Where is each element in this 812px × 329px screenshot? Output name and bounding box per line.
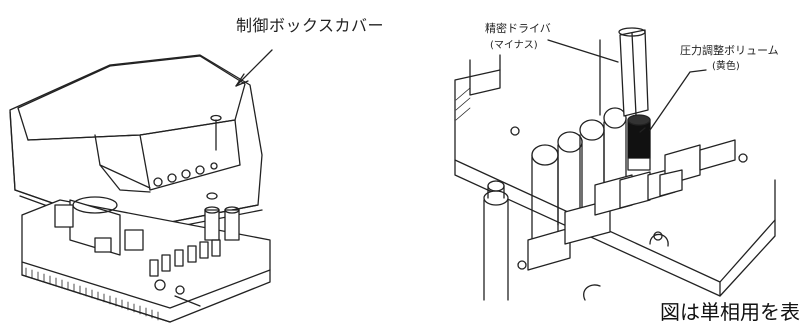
- cover-label: 制御ボックスカバー: [236, 16, 385, 35]
- figure-note: 図は単相用を表: [660, 300, 800, 324]
- board-closeup: [454, 27, 776, 301]
- screwdriver-type-label: (マイナス): [490, 40, 538, 51]
- precision-screwdriver: [618, 27, 649, 117]
- cover-arrow: [235, 49, 273, 87]
- screwdriver-label: 精密ドライバ: [485, 22, 551, 35]
- pressure-volume-label: 圧力調整ボリューム: [680, 44, 779, 57]
- pressure-volume-color-label: (黄色): [712, 61, 740, 72]
- control-board-base: [21, 196, 271, 323]
